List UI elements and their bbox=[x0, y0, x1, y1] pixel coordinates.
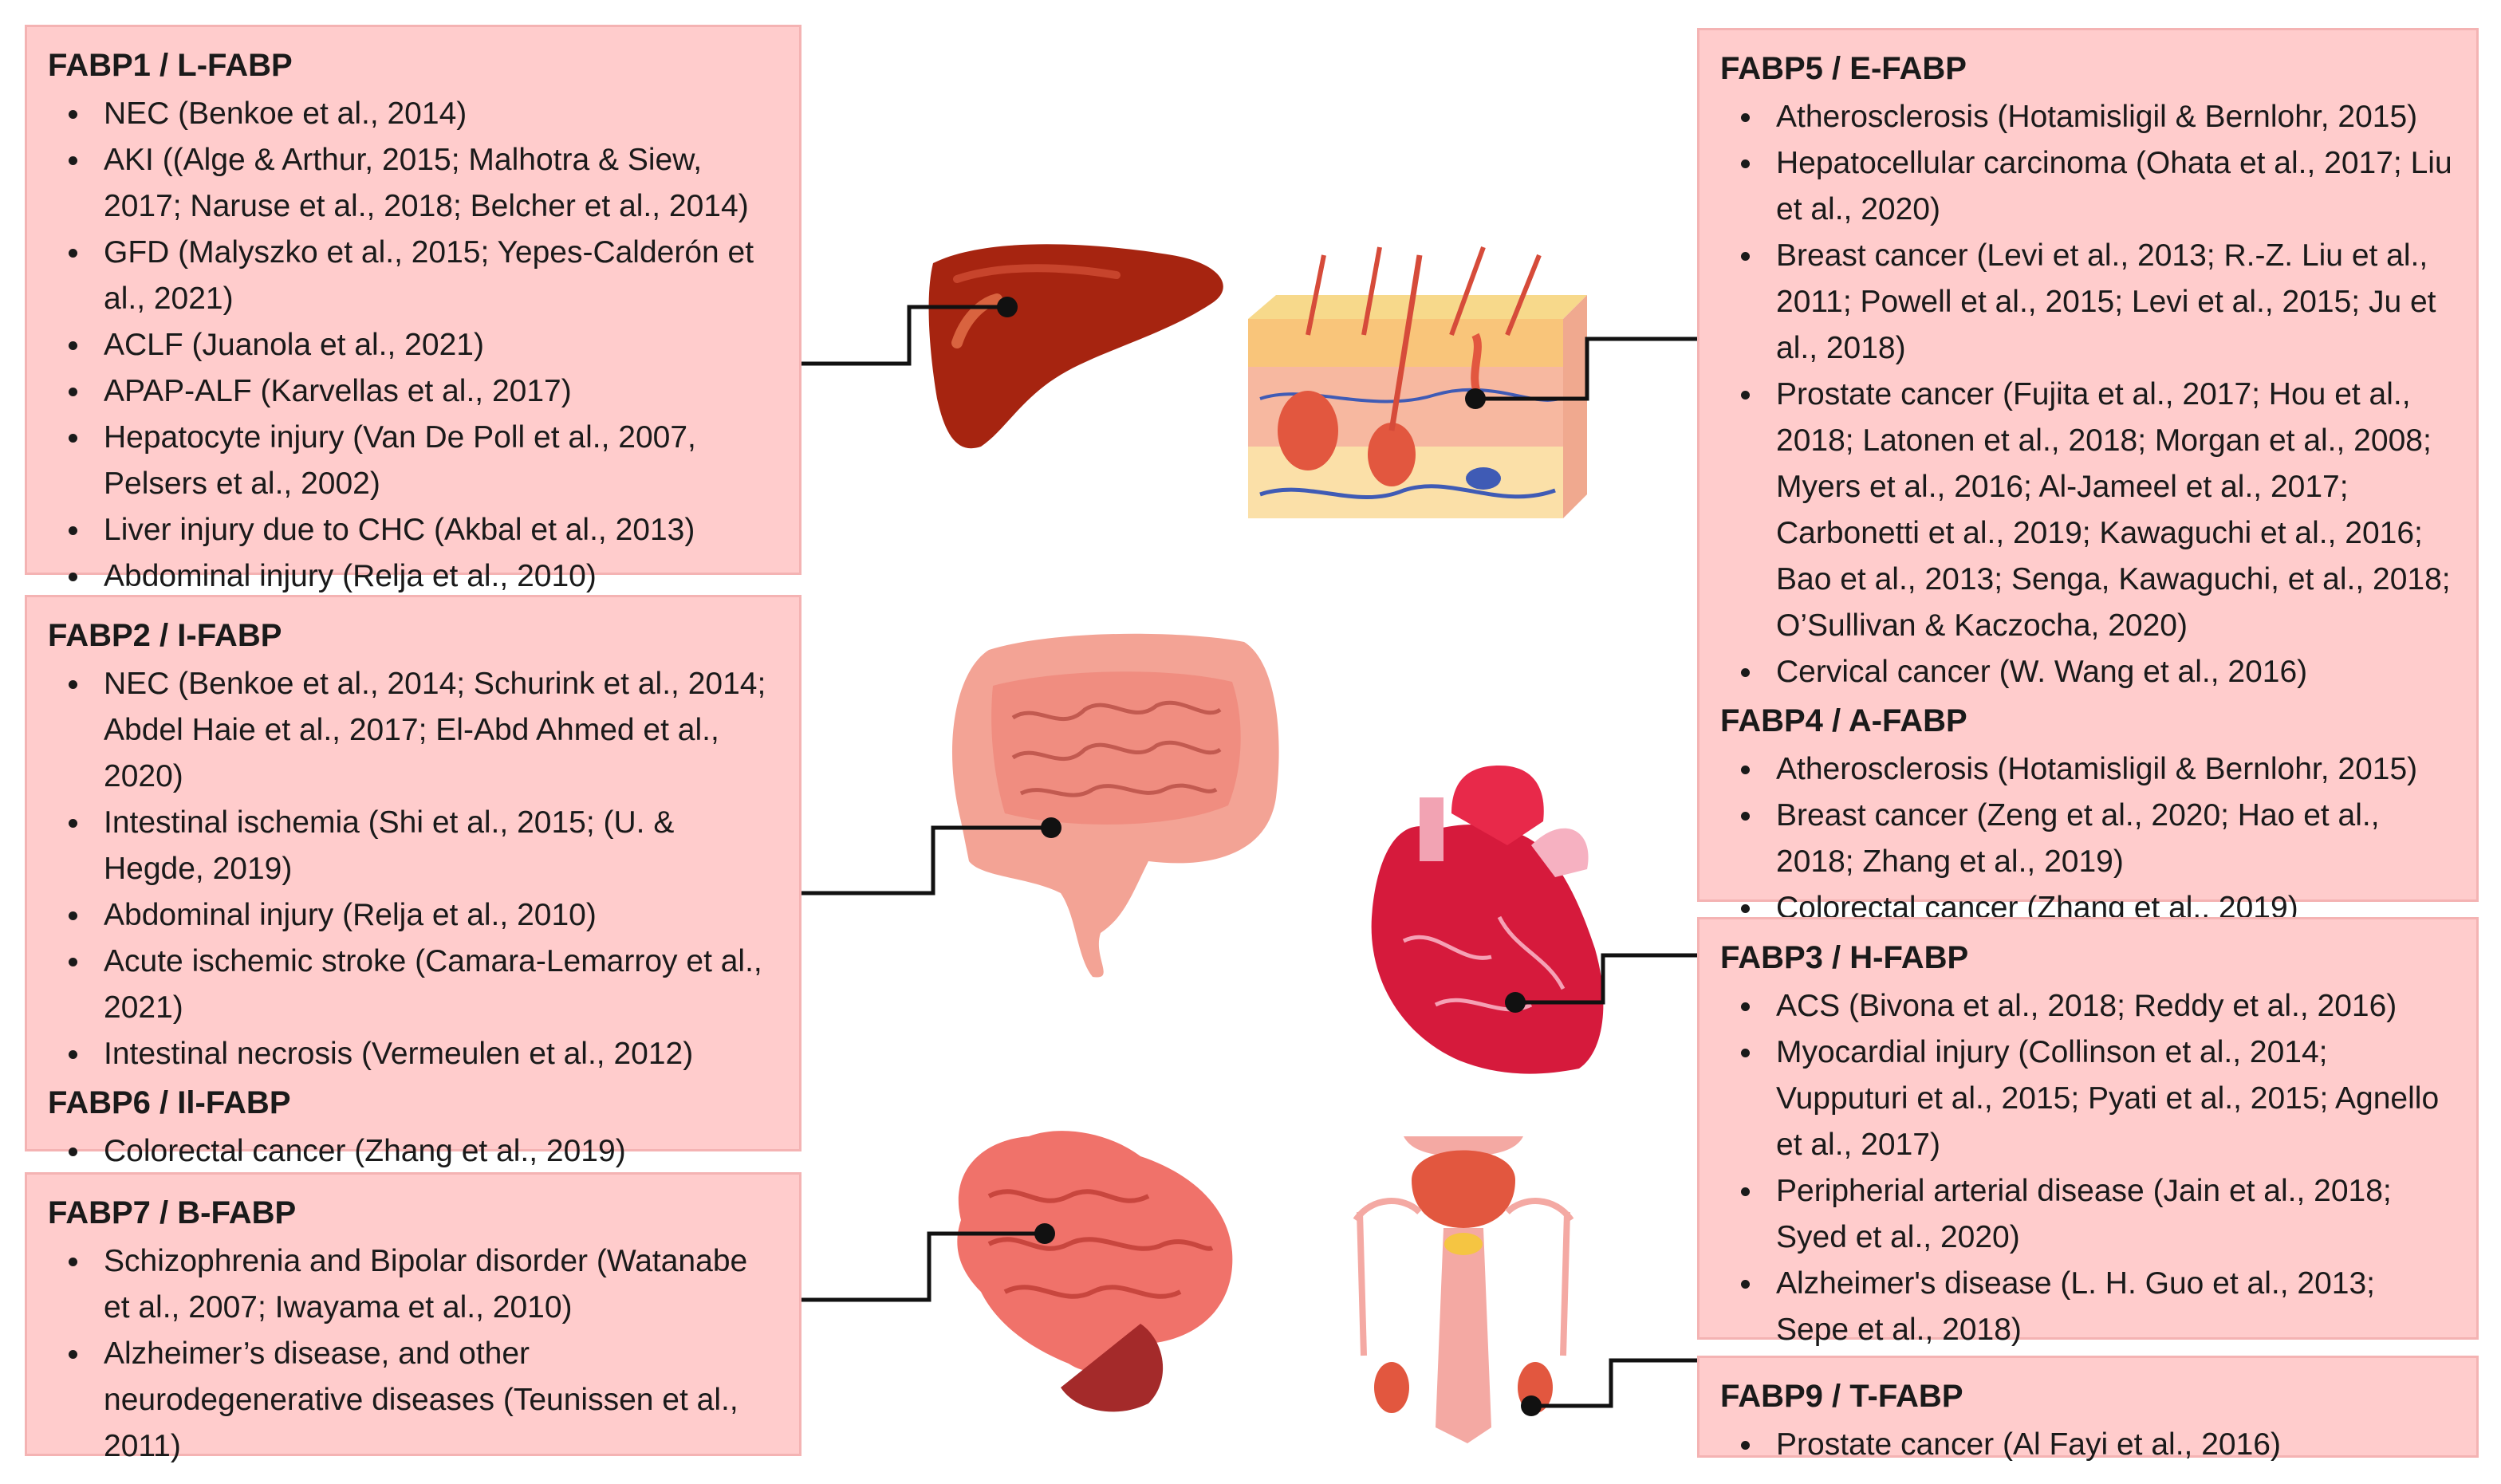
list-item: Schizophrenia and Bipolar disorder (Wata… bbox=[48, 1238, 778, 1331]
list-item: Colorectal cancer (Zhang et al., 2019) bbox=[48, 1128, 778, 1175]
intestine-icon bbox=[951, 633, 1279, 978]
list-item: Abdominal injury (Relja et al., 2010) bbox=[48, 892, 778, 939]
fabp3-list: ACS (Bivona et al., 2018; Reddy et al., … bbox=[1720, 983, 2456, 1353]
fabp1-box: FABP1 / L-FABP NEC (Benkoe et al., 2014)… bbox=[25, 25, 802, 593]
list-item: Hepatocellular carcinoma (Ohata et al., … bbox=[1720, 140, 2456, 233]
list-item: APAP-ALF (Karvellas et al., 2017) bbox=[48, 368, 778, 415]
list-item: Alzheimer's disease (L. H. Guo et al., 2… bbox=[1720, 1261, 2456, 1353]
list-item: Breast cancer (Levi et al., 2013; R.-Z. … bbox=[1720, 233, 2456, 372]
fabp2-title: FABP2 / I-FABP bbox=[48, 618, 282, 653]
connector-dots bbox=[997, 297, 1542, 1416]
brain-icon bbox=[957, 1131, 1233, 1412]
list-item: Cervical cancer (W. Wang et al., 2016) bbox=[1720, 649, 2456, 695]
connectors bbox=[800, 305, 1701, 1408]
fabp9-box: FABP9 / T-FABP Prostate cancer (Al Fayi … bbox=[1697, 1356, 2479, 1462]
list-item: Myocardial injury (Collinson et al., 201… bbox=[1720, 1029, 2456, 1168]
list-item: Acute ischemic stroke (Camara-Lemarroy e… bbox=[48, 939, 778, 1031]
fabp9-title: FABP9 / T-FABP bbox=[1720, 1379, 1963, 1414]
fabp5-title: FABP5 / E-FABP bbox=[1720, 51, 1967, 86]
fabp7-list: Schizophrenia and Bipolar disorder (Wata… bbox=[48, 1238, 778, 1470]
list-item: Intestinal necrosis (Vermeulen et al., 2… bbox=[48, 1031, 778, 1077]
list-item: Intestinal ischemia (Shi et al., 2015; (… bbox=[48, 800, 778, 892]
list-item: Prostate cancer (Fujita et al., 2017; Ho… bbox=[1720, 372, 2456, 649]
list-item: NEC (Benkoe et al., 2014) bbox=[48, 91, 778, 137]
fabp2-list: NEC (Benkoe et al., 2014; Schurink et al… bbox=[48, 661, 778, 1077]
connector-fabp2 bbox=[800, 825, 1051, 896]
list-item: Alzheimer’s disease, and other neurodege… bbox=[48, 1331, 778, 1470]
fabp4-title: FABP4 / A-FABP bbox=[1720, 703, 1967, 738]
fabp7-box: FABP7 / B-FABP Schizophrenia and Bipolar… bbox=[25, 1172, 802, 1463]
fabp2-box: FABP2 / I-FABP NEC (Benkoe et al., 2014;… bbox=[25, 595, 802, 1168]
fabp3-title: FABP3 / H-FABP bbox=[1720, 940, 1969, 975]
list-item: ACS (Bivona et al., 2018; Reddy et al., … bbox=[1720, 983, 2456, 1029]
list-item: GFD (Malyszko et al., 2015; Yepes-Calder… bbox=[48, 230, 778, 322]
fabp7-title: FABP7 / B-FABP bbox=[48, 1195, 297, 1230]
list-item: Liver injury due to CHC (Akbal et al., 2… bbox=[48, 507, 778, 553]
list-item: NEC (Benkoe et al., 2014; Schurink et al… bbox=[48, 661, 778, 800]
fabp1-list: NEC (Benkoe et al., 2014) AKI ((Alge & A… bbox=[48, 91, 778, 600]
fabp3-box: FABP3 / H-FABP ACS (Bivona et al., 2018;… bbox=[1697, 917, 2479, 1347]
list-item: Prostate cancer (Al Fayi et al., 2016) bbox=[1720, 1422, 2456, 1468]
connector-fabp5 bbox=[1475, 337, 1701, 401]
connector-fabp1 bbox=[800, 305, 1007, 366]
list-item: Hepatocyte injury (Van De Poll et al., 2… bbox=[48, 415, 778, 507]
fabp9-list: Prostate cancer (Al Fayi et al., 2016) bbox=[1720, 1422, 2456, 1468]
connector-fabp9 bbox=[1531, 1358, 1701, 1408]
liver-icon bbox=[928, 244, 1223, 449]
list-item: AKI ((Alge & Arthur, 2015; Malhotra & Si… bbox=[48, 137, 778, 230]
fabp6-title: FABP6 / Il-FABP bbox=[48, 1085, 291, 1120]
connector-fabp7 bbox=[800, 1231, 1045, 1302]
heart-icon bbox=[1371, 766, 1604, 1074]
prostate-icon bbox=[1353, 1136, 1574, 1443]
connector-fabp3 bbox=[1515, 953, 1701, 1005]
list-item: Peripherial arterial disease (Jain et al… bbox=[1720, 1168, 2456, 1261]
fabp1-title: FABP1 / L-FABP bbox=[48, 48, 293, 83]
list-item: Abdominal injury (Relja et al., 2010) bbox=[48, 553, 778, 600]
list-item: Atherosclerosis (Hotamisligil & Bernlohr… bbox=[1720, 94, 2456, 140]
fabp5-box: FABP5 / E-FABP Atherosclerosis (Hotamisl… bbox=[1697, 28, 2479, 925]
fabp4-list: Atherosclerosis (Hotamisligil & Bernlohr… bbox=[1720, 746, 2456, 931]
fabp6-list: Colorectal cancer (Zhang et al., 2019) bbox=[48, 1128, 778, 1175]
list-item: Atherosclerosis (Hotamisligil & Bernlohr… bbox=[1720, 746, 2456, 793]
list-item: Breast cancer (Zeng et al., 2020; Hao et… bbox=[1720, 793, 2456, 885]
fabp5-list: Atherosclerosis (Hotamisligil & Bernlohr… bbox=[1720, 94, 2456, 695]
skin-icon bbox=[1248, 246, 1587, 518]
list-item: ACLF (Juanola et al., 2021) bbox=[48, 322, 778, 368]
